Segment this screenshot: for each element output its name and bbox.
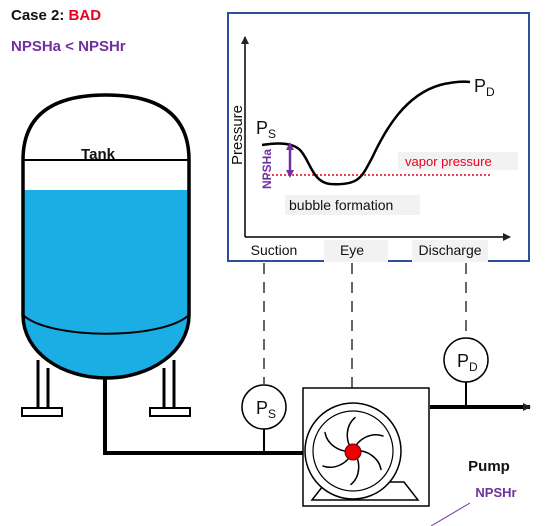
pump: Pump NPSHr [302,387,517,526]
x-tick-suction: Suction [251,242,298,258]
bubble-label-bg [285,195,420,215]
suction-gauge: PS [241,384,287,453]
discharge-gauge: PD [443,337,489,407]
x-tick-eye: Eye [340,242,364,258]
graph-ps-label: PS [256,118,276,141]
vapor-label-bg [398,152,518,170]
y-axis-label: Pressure [229,105,246,165]
impeller-center [344,443,362,461]
case-status: BAD [68,7,102,24]
graph-pd-label: PD [474,76,495,99]
leader-lines [263,263,467,392]
npsha-label: NPSHa [260,149,274,189]
x-tick-discharge-bg [412,240,488,262]
vapor-pressure-label: vapor pressure [405,154,492,169]
discharge-gauge-label: PD [457,351,478,374]
bubble-formation-label: bubble formation [289,197,393,213]
pump-label: Pump [468,458,510,475]
graph-frame [227,12,530,262]
tank-bottom-seam [22,314,190,335]
x-tick-eye-bg [324,240,388,262]
npshr-pointer [430,502,471,526]
tank-legs [21,360,191,417]
case-label: Case 2: [11,7,65,24]
pressure-curve [261,80,471,186]
case-title: Case 2: BAD [11,7,101,24]
pressure-graph: Pressure vapor pressure PS PD NPSHa bubb… [227,12,530,262]
suction-gauge-label: PS [256,398,276,421]
suction-pipe [103,378,304,455]
npshr-label: NPSHr [475,485,516,500]
npsh-inequality: NPSHa < NPSHr [11,38,126,55]
tank-label: Tank [81,146,116,163]
tank: Tank [21,93,191,417]
x-tick-discharge: Discharge [418,242,481,258]
pipes [103,378,531,455]
tank-water [23,190,189,378]
